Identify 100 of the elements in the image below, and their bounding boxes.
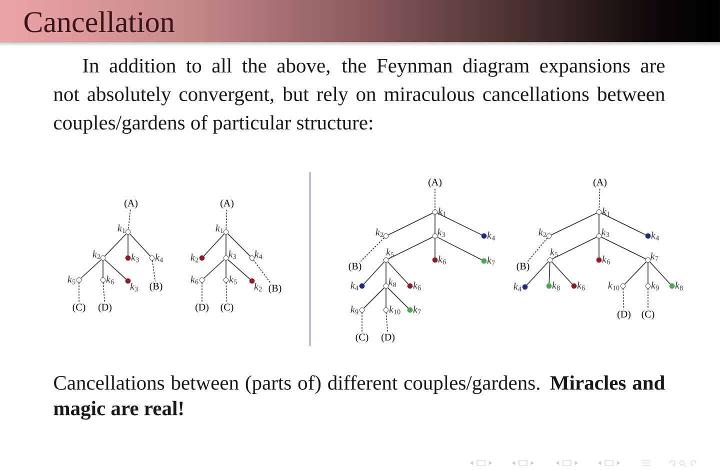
tree-line xyxy=(552,236,598,260)
vertex-label: k$_{10}$ xyxy=(608,282,620,290)
vertex-label: k$_{3}$ xyxy=(130,282,138,292)
leg-label: (A) xyxy=(594,178,606,188)
tree-line xyxy=(203,234,225,256)
vertex-label: k$_{4}$ xyxy=(155,254,163,262)
tree-line xyxy=(551,262,573,284)
leg-label: (D) xyxy=(618,310,630,320)
vertex-label: k$_{6}$ xyxy=(413,282,421,290)
tree-line xyxy=(204,259,224,279)
dashed-line xyxy=(128,209,131,230)
vertex-label: k$_{9}$ xyxy=(350,306,358,314)
vertex-label: k$_{2}$ xyxy=(376,228,384,237)
vertex-label: k$_{4}$ xyxy=(350,282,358,290)
leg-label: (C) xyxy=(72,303,86,313)
vertex-label: k$_{6}$ xyxy=(577,282,585,290)
title: Cancellation xyxy=(24,11,174,32)
leg-label: (C) xyxy=(220,303,234,313)
vertex-label: k$_{3}$ xyxy=(228,250,236,259)
vertex-label: k$_{1}$ xyxy=(216,224,224,233)
vertex-label: k$_{6}$ xyxy=(438,256,446,264)
tree-line xyxy=(104,233,127,257)
vertex-label: k$_{4}$ xyxy=(487,232,495,240)
tree-line xyxy=(104,259,126,280)
tree-line xyxy=(228,259,250,280)
tree-line xyxy=(600,212,646,236)
vertex-label: k$_{6}$ xyxy=(602,256,610,264)
vertex-label: k$_{6}$ xyxy=(190,276,198,284)
vertex-label: k$_{8}$ xyxy=(675,282,683,290)
dashed-line xyxy=(434,188,436,210)
leg-label: (A) xyxy=(428,178,442,188)
vertex-label: k$_{2}$ xyxy=(254,282,262,292)
tree-line xyxy=(436,236,482,260)
tree-line xyxy=(363,287,385,309)
dashed-line xyxy=(360,237,385,262)
dashed-line xyxy=(622,288,624,310)
tree-line xyxy=(434,238,436,258)
leg-label: (A) xyxy=(124,199,138,209)
leg-label: (D) xyxy=(196,303,208,313)
vertex-label: k$_{9}$ xyxy=(651,282,659,290)
dashed-line xyxy=(78,282,80,303)
dashed-line xyxy=(152,260,156,282)
tree-line xyxy=(227,233,251,257)
tree-line xyxy=(129,234,151,256)
tree-line xyxy=(388,212,434,236)
tree-line xyxy=(550,212,598,236)
leg-label: (A) xyxy=(220,199,234,209)
leg-label: (D) xyxy=(382,333,394,343)
vertex-label: k$_{5}$ xyxy=(386,248,394,257)
leg-label: (B) xyxy=(348,262,362,272)
vertex-label: k$_{4}$ xyxy=(651,232,659,240)
tree-line xyxy=(363,262,385,284)
vertex-label: k$_{8}$ xyxy=(388,278,396,287)
dashed-line xyxy=(226,282,228,303)
tree-line xyxy=(649,262,671,284)
vertex-label: k$_{8}$ xyxy=(552,282,560,290)
tree-line xyxy=(434,214,436,234)
vertex-label: k$_{4}$ xyxy=(514,282,522,292)
paragraph: In addition to all the above, the Feynman diagram expansions are not absolutely convergent, but rely on miraculous cancellations between couples/gardens of particular structure: xyxy=(54,58,665,134)
vertex-label: k$_{5}$ xyxy=(229,276,237,284)
tree-line xyxy=(598,214,600,234)
dashed-line xyxy=(386,312,388,333)
vertex-label: k$_{7}$ xyxy=(413,306,421,314)
vertex-label: k$_{3}$ xyxy=(438,228,446,237)
tree-line xyxy=(102,260,104,278)
tree-line xyxy=(387,287,408,308)
vertex-label: k$_{2}$ xyxy=(190,254,198,262)
vertex-label: k$_{2}$ xyxy=(92,250,100,259)
vertex-label: k$_{1}$ xyxy=(118,224,126,233)
tree-line xyxy=(526,262,549,286)
leg-label: (C) xyxy=(642,310,654,320)
leg-label: (D) xyxy=(98,303,112,313)
tree-line xyxy=(598,238,600,258)
vertex-label: k$_{2}$ xyxy=(538,228,546,237)
vertex-label: k$_{6}$ xyxy=(106,276,114,284)
tree-line xyxy=(388,236,434,260)
tree-line xyxy=(624,261,647,285)
dashed-line xyxy=(527,238,548,262)
vertex-label: k$_{5}$ xyxy=(68,276,76,284)
vertex-label: k$_{7}$ xyxy=(650,252,658,261)
caption: Cancellations between (parts of) different couples/gardens. Miracles and magic are real! xyxy=(54,375,665,420)
dashed-line xyxy=(598,188,600,210)
tree-line xyxy=(387,262,409,284)
vertex-label: k$_{3}$ xyxy=(602,228,610,237)
dashed-line xyxy=(253,260,272,284)
vertex-label: k$_{4}$ xyxy=(254,250,262,259)
leg-label: (B) xyxy=(268,284,282,294)
vertex-label: k$_{10}$ xyxy=(389,306,400,314)
tree-line xyxy=(80,259,102,279)
tree-line xyxy=(436,212,482,236)
vertex-label: k$_{7}$ xyxy=(487,256,495,266)
leg-label: (B) xyxy=(516,262,530,272)
dashed-line xyxy=(226,209,228,230)
vertex-label: k$_{3}$ xyxy=(131,254,139,262)
dashed-line xyxy=(102,282,105,303)
leg-label: (B) xyxy=(150,282,162,292)
vertex-label: k$_{5}$ xyxy=(550,248,558,257)
tree-line xyxy=(548,262,550,284)
tree-line xyxy=(600,236,646,260)
leg-label: (C) xyxy=(356,333,368,343)
